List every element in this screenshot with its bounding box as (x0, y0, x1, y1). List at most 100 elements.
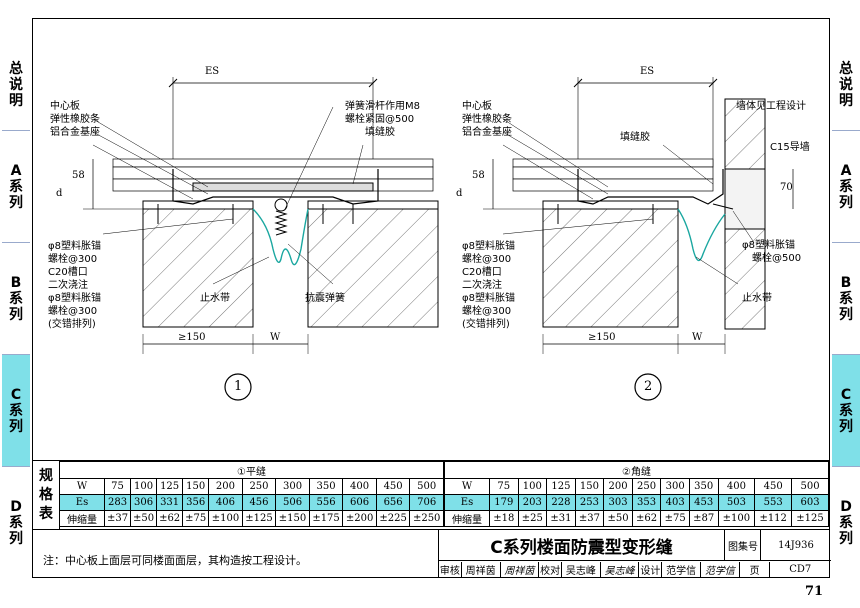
d1-label-alu-base: 铝合金基座 (50, 127, 100, 138)
table-cell: ±250 (409, 510, 444, 527)
d2-label-anchor1b: 螺栓@300 (462, 254, 512, 265)
page-code: CD7 (789, 564, 812, 575)
table-cell: A (840, 163, 852, 179)
table-cell: 350 (688, 478, 719, 495)
table-cell: ±50 (130, 510, 158, 527)
d1-label-center-plate: 中心板 (50, 101, 80, 112)
table-cell: 75 (489, 478, 519, 495)
d1-label-anchor2b: 螺栓@300 (48, 306, 98, 317)
table-cell: ±37 (103, 510, 132, 527)
table-cell: 453 (688, 494, 719, 511)
table-cell: 500 (791, 478, 829, 495)
d1-label-anchor1: φ8塑料胀锚 (48, 241, 101, 252)
d1-label-anchor2: φ8塑料胀锚 (48, 293, 101, 304)
note-text: 注：中心板上面层可同楼面面层，其构造按工程设计。 (43, 554, 307, 567)
checker-name: 吴志峰 (562, 562, 601, 577)
table-cell: 系 (9, 403, 23, 419)
table-cell: 450 (754, 478, 793, 495)
table-cell: 伸缩量 (444, 510, 490, 527)
table-cell: ±100 (208, 510, 243, 527)
table-cell: 列 (839, 531, 853, 547)
d1-label-seismic-spring: 抗震弹簧 (305, 293, 345, 304)
table-cell: 伸缩量 (59, 510, 105, 527)
flat-table-title: ①平缝 (59, 461, 444, 479)
table-cell: 100 (517, 478, 548, 495)
table-cell: ±225 (375, 510, 411, 527)
d2-label-sealant: 填缝胶 (620, 132, 650, 143)
right-tab-general[interactable]: 总说明 (832, 40, 860, 130)
table-cell: Es (444, 494, 490, 511)
table-cell: ±75 (182, 510, 210, 527)
review-label: 审核 (439, 562, 462, 577)
reviewer-name: 周祥茵 (462, 562, 501, 577)
d2-label-anchor2b: 螺栓@300 (462, 306, 512, 317)
table-cell: 列 (9, 307, 23, 323)
table-cell: 表 (39, 506, 53, 522)
d2-label-waterstop: 止水带 (742, 293, 772, 304)
drawing-title: C系列楼面防震型变形缝 (439, 530, 724, 561)
table-cell: 75 (103, 478, 132, 495)
table-cell: 283 (103, 494, 132, 511)
table-cell: 列 (839, 307, 853, 323)
table-cell: D (10, 499, 22, 515)
atlas-label: 图集号 (724, 530, 761, 561)
detail-2-drawing (483, 77, 794, 401)
table-cell: ±50 (603, 510, 633, 527)
table-cell: 331 (156, 494, 184, 511)
table-cell: 353 (631, 494, 662, 511)
detail2-es-dim: ES (640, 66, 655, 77)
d1-label-anchor1b: 螺栓@300 (48, 254, 98, 265)
d2-label-rubber: 弹性橡胶条 (462, 114, 512, 125)
d2-label-anchor2: φ8塑料胀锚 (462, 293, 515, 304)
table-cell: 说 (9, 77, 23, 93)
table-cell: ±62 (156, 510, 184, 527)
d2-label-center-plate: 中心板 (462, 101, 492, 112)
table-cell: ±100 (717, 510, 756, 527)
d1-label-rubber: 弹性橡胶条 (50, 114, 100, 125)
detail1-58-dim: 58 (72, 170, 85, 181)
table-cell: ±25 (517, 510, 548, 527)
table-cell: 列 (9, 419, 23, 435)
table-cell: 125 (546, 478, 576, 495)
table-cell: 明 (839, 93, 853, 109)
table-cell: ±37 (574, 510, 605, 527)
table-cell: ±175 (308, 510, 344, 527)
detail1-150-dim: ≥150 (178, 332, 206, 343)
table-cell: 系 (9, 179, 23, 195)
d1-label-anchor2c: (交错排列) (48, 319, 96, 330)
table-cell: 400 (717, 478, 756, 495)
detail2-number: 2 (644, 379, 653, 394)
d2-label-wall: 墙体见工程设计 (736, 101, 806, 112)
d2-label-c20: C20槽口 (462, 267, 502, 278)
table-cell: 553 (754, 494, 793, 511)
table-cell: 150 (182, 478, 210, 495)
table-cell: 400 (342, 478, 377, 495)
table-cell: 200 (603, 478, 633, 495)
table-cell: C (10, 387, 22, 403)
detail2-58-dim: 58 (472, 170, 485, 181)
table-cell: 706 (409, 494, 444, 511)
drawing-canvas (83, 77, 794, 401)
table-cell: ±200 (342, 510, 377, 527)
table-cell: 306 (130, 494, 158, 511)
table-cell: 506 (275, 494, 310, 511)
table-cell: ±150 (275, 510, 310, 527)
title-block: C系列楼面防震型变形缝 图集号 14J936 审核 周祥茵 周祥茵 校对 吴志峰… (438, 530, 831, 578)
table-cell: 228 (546, 494, 576, 511)
table-cell: 格 (39, 487, 53, 503)
designer-signature: 范学信 (701, 562, 740, 577)
design-label: 设计 (639, 562, 663, 577)
table-cell: 总 (839, 61, 853, 77)
left-tab-general[interactable]: 总说明 (2, 40, 30, 130)
table-cell: B (840, 275, 852, 291)
detail2-150-dim: ≥150 (588, 332, 616, 343)
